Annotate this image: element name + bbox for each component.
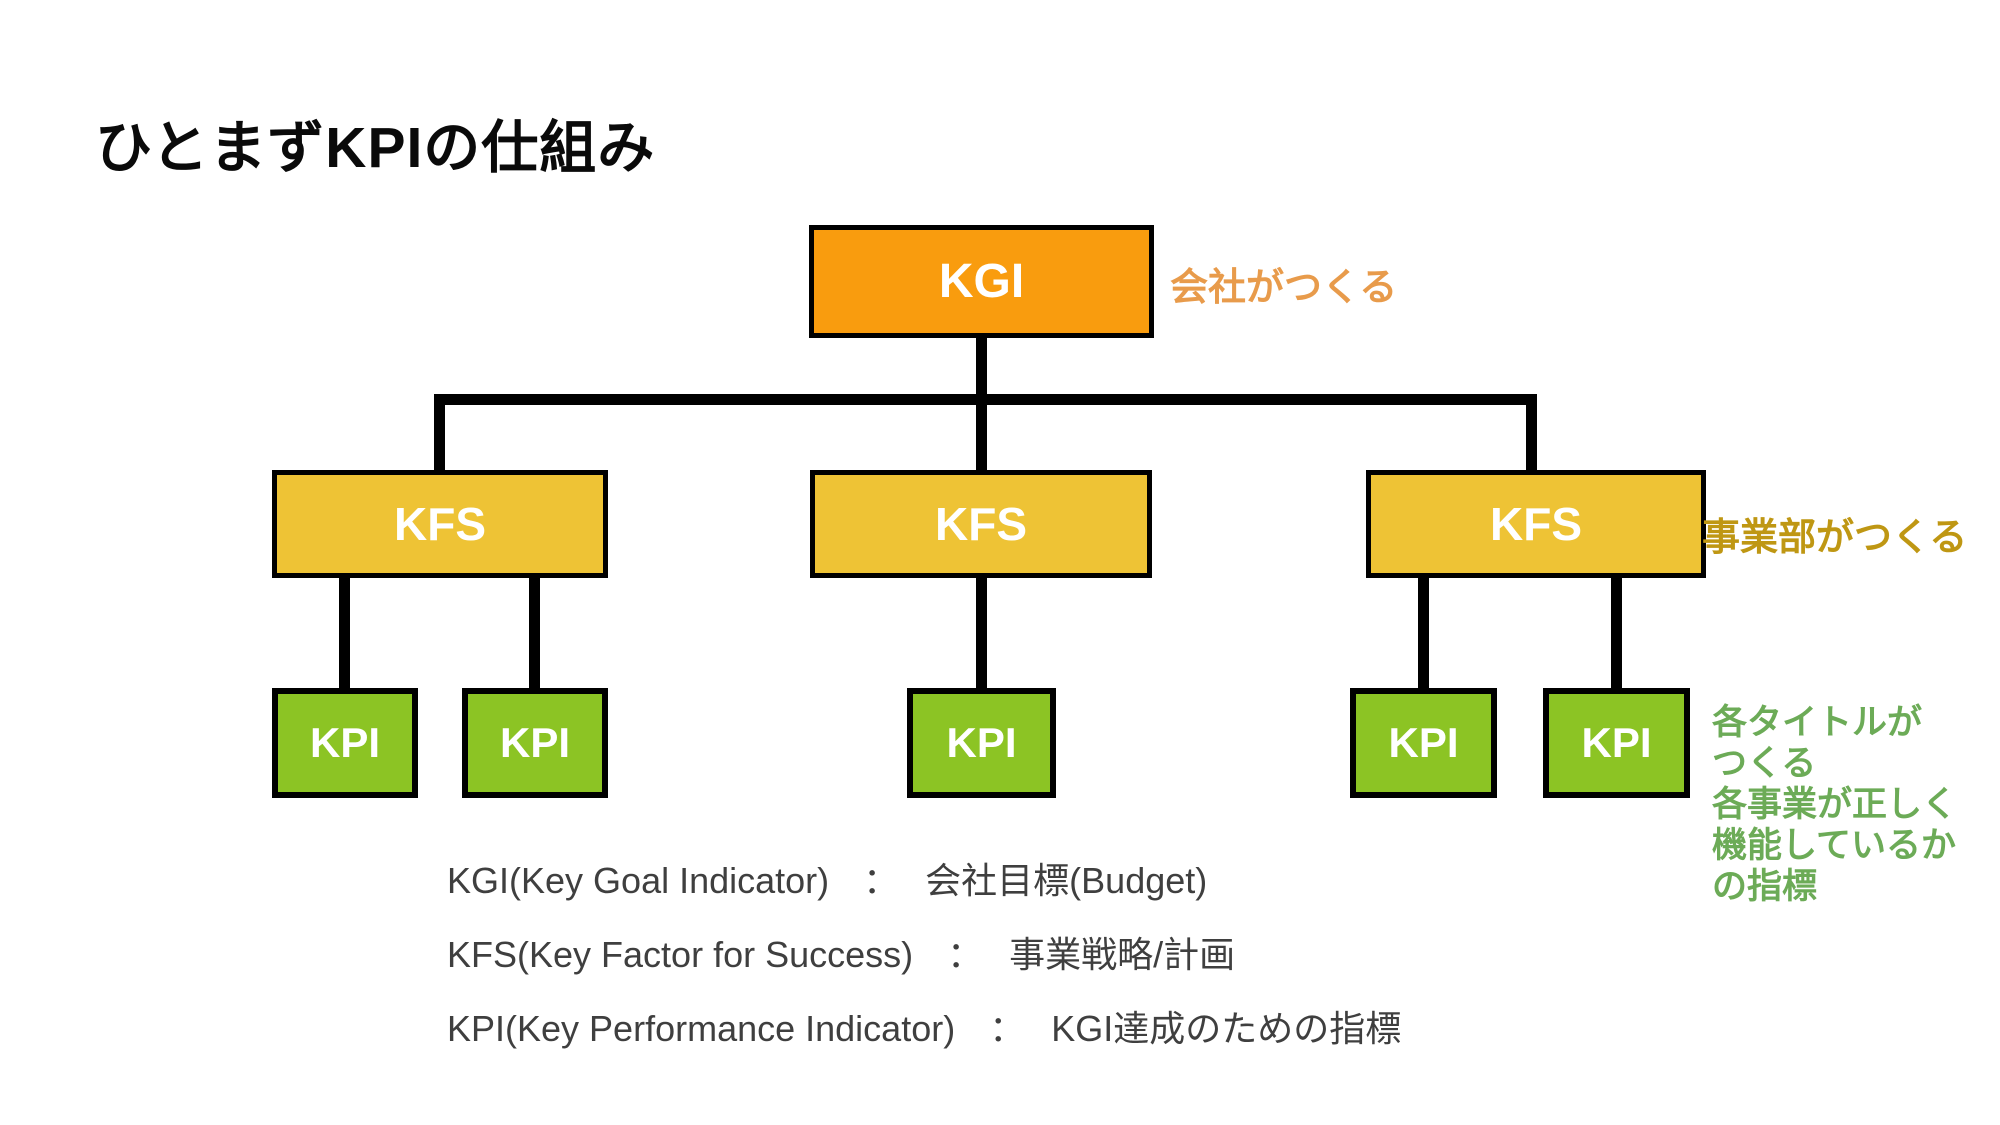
kfs-box-3: KFS	[1366, 470, 1706, 578]
kpi-box-1: KPI	[272, 688, 418, 798]
kpi-annotation-line-5: の指標	[1712, 867, 1818, 906]
legend-separator: ：	[863, 860, 900, 901]
kfs-box-2: KFS	[810, 470, 1152, 578]
legend-separator: ：	[989, 1008, 1026, 1049]
connector-kfs1-to-kpi-2	[529, 574, 540, 692]
legend: KGI(Key Goal Indicator) ： 会社目標(Budget) K…	[447, 852, 1401, 1052]
legend-label-kgi: KGI(Key Goal Indicator)	[447, 860, 830, 901]
kgi-annotation: 会社がつくる	[1170, 267, 1398, 309]
legend-description-kpi: KGI達成のための指標	[1051, 1008, 1402, 1049]
kpi-annotation-line-4: 機能しているか	[1712, 826, 1956, 865]
connector-kfs1-to-kpi-1	[339, 574, 350, 692]
connector-kfs2-to-kpi-3	[976, 574, 987, 692]
kpi-box-5: KPI	[1543, 688, 1690, 798]
kfs-annotation: 事業部がつくる	[1702, 517, 1968, 559]
kpi-box-3: KPI	[907, 688, 1056, 798]
legend-row-kfs: KFS(Key Factor for Success) ： 事業戦略/計画	[447, 926, 1401, 978]
legend-label-kfs: KFS(Key Factor for Success)	[447, 934, 914, 975]
kfs-box-1: KFS	[272, 470, 608, 578]
legend-row-kgi: KGI(Key Goal Indicator) ： 会社目標(Budget)	[447, 852, 1401, 904]
kgi-box: KGI	[809, 225, 1154, 338]
connector-branch-to-kfs-2	[976, 394, 987, 474]
page-title: ひとまずKPIの仕組み	[95, 116, 656, 180]
kpi-box-2: KPI	[462, 688, 608, 798]
kpi-box-4: KPI	[1350, 688, 1497, 798]
connector-branch-to-kfs-1	[434, 394, 445, 474]
connector-kgi-to-branch	[976, 336, 987, 400]
legend-separator: ：	[947, 934, 984, 975]
kpi-annotation-line-3: 各事業が正しく	[1712, 785, 1958, 824]
legend-description-kgi: 会社目標(Budget)	[925, 860, 1208, 901]
connector-kfs3-to-kpi-5	[1611, 574, 1622, 692]
kpi-annotation: 各タイトルが つくる 各事業が正しく 機能しているか の指標	[1712, 702, 1992, 907]
connector-branch-to-kfs-3	[1526, 394, 1537, 474]
kpi-annotation-line-1: 各タイトルが	[1712, 703, 1923, 742]
legend-label-kpi: KPI(Key Performance Indicator)	[447, 1008, 956, 1049]
connector-kfs3-to-kpi-4	[1418, 574, 1429, 692]
legend-row-kpi: KPI(Key Performance Indicator) ： KGI達成のた…	[447, 1000, 1401, 1052]
legend-description-kfs: 事業戦略/計画	[1009, 934, 1236, 975]
kpi-annotation-line-2: つくる	[1712, 744, 1817, 783]
